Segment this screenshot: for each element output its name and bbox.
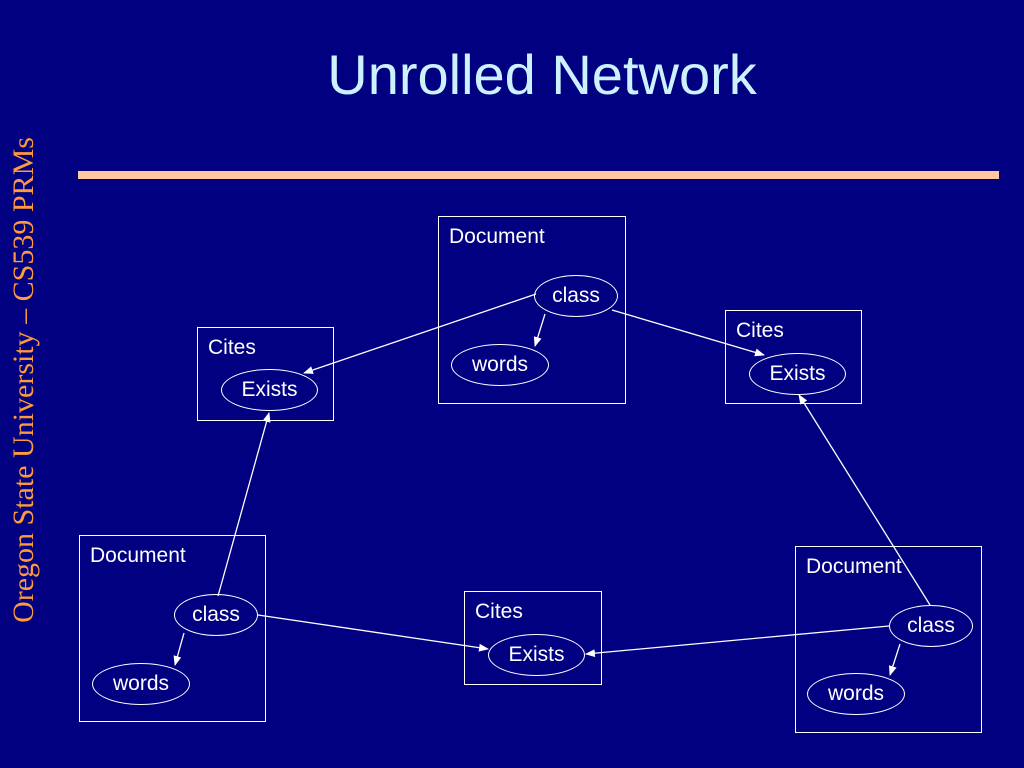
document-label: Document (806, 555, 902, 578)
cites-label: Cites (736, 319, 784, 342)
words-node-top: words (451, 344, 549, 386)
edge-classleft-to-words-left (173, 632, 185, 666)
document-box-top: Document (438, 216, 626, 404)
exists-node-right: Exists (749, 353, 846, 395)
edge-class-to-exists-right (611, 309, 765, 357)
cites-label: Cites (475, 600, 523, 623)
document-label: Document (449, 225, 545, 248)
edge-class-to-exists-left (303, 293, 537, 374)
edge-class-to-words-top (533, 313, 546, 347)
slide-title: Unrolled Network (327, 43, 757, 106)
cites-box-right: Cites (725, 310, 862, 404)
words-node-left: words (92, 663, 190, 705)
cites-label: Cites (208, 336, 256, 359)
class-node-left: class (174, 594, 258, 636)
document-box-right: Document (795, 546, 982, 733)
title-divider (78, 171, 999, 179)
exists-node-left: Exists (221, 369, 318, 411)
document-label: Document (90, 544, 186, 567)
edge-classleft-to-exists-bottom (257, 614, 489, 652)
cites-box-bottom: Cites (464, 591, 602, 685)
words-node-right: words (807, 673, 905, 715)
class-node-top: class (534, 275, 618, 317)
class-node-right: class (889, 605, 973, 647)
exists-node-bottom: Exists (488, 634, 585, 676)
edge-classright-to-exists-bottom (585, 625, 890, 658)
document-box-left: Document (79, 535, 266, 722)
edge-classright-to-words-right (888, 643, 901, 676)
edge-classright-to-exists-right (798, 394, 931, 606)
edge-classleft-to-exists-left (217, 412, 271, 597)
